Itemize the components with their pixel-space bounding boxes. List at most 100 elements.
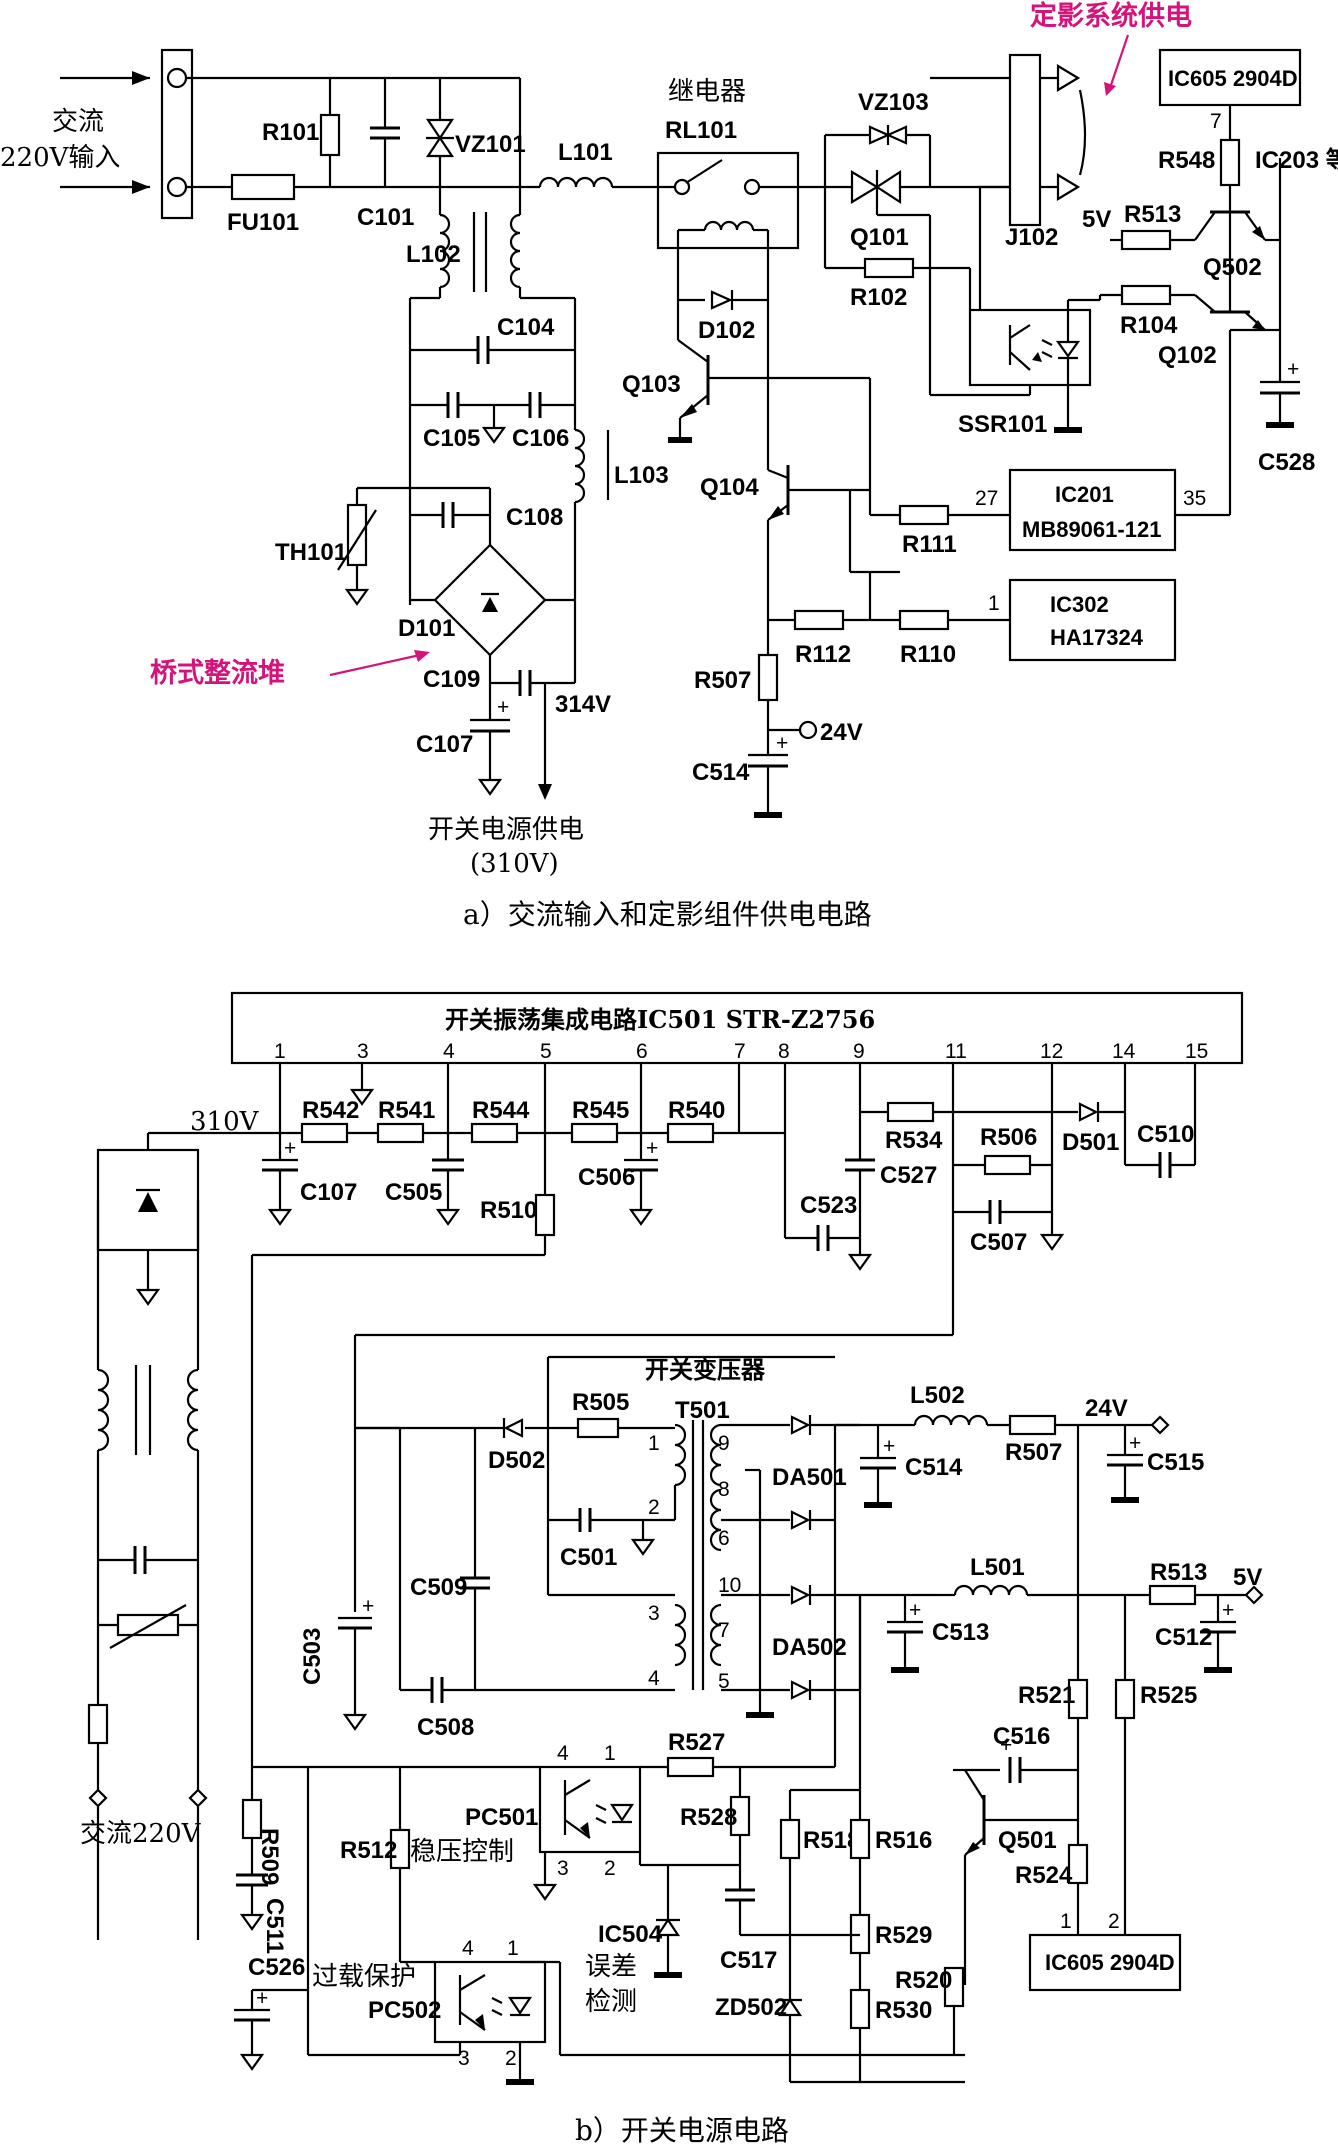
label-c514-b: C514	[905, 1454, 963, 1481]
label-r548: R548	[1158, 147, 1215, 174]
label-q104: Q104	[700, 474, 759, 501]
label-r509: R509	[256, 1828, 283, 1885]
resistor-r518	[779, 1818, 801, 1860]
ic605-bottom-box	[1028, 1933, 1182, 1992]
resistor-r548	[1219, 138, 1241, 187]
label-r101: R101	[262, 119, 319, 146]
part-b-smps-circuit: 开关振荡集成电路IC501 STR-Z2756 1 3 4 5 6 7 8 9 …	[80, 991, 1264, 2147]
caption-a: a）交流输入和定影组件供电电路	[463, 898, 872, 931]
label-c107-b: C107	[300, 1179, 357, 1206]
resistor-r516	[849, 1818, 871, 1860]
label-c109: C109	[423, 666, 480, 693]
pc502-pin-2: 2	[505, 2047, 517, 2070]
label-j102: J102	[1005, 224, 1058, 251]
resistor-r530	[849, 1988, 871, 2030]
label-da501: DA501	[772, 1464, 847, 1491]
svg-text:+: +	[497, 696, 509, 719]
relay-rl101	[656, 151, 800, 250]
transformer-label: 开关变压器	[645, 1355, 766, 1384]
ic504-function-1: 误差	[585, 1952, 637, 1982]
label-c512: C512	[1155, 1624, 1212, 1651]
t501-pin-2: 2	[648, 1496, 660, 1519]
label-c105: C105	[423, 425, 480, 452]
resistor-r513-b	[1148, 1584, 1197, 1606]
label-l103: L103	[614, 462, 669, 489]
ic501-pin-1: 1	[274, 1040, 286, 1063]
label-c501: C501	[560, 1544, 617, 1571]
label-r528: R528	[680, 1804, 737, 1831]
pc502-function-label: 过载保护	[312, 1962, 416, 1992]
label-r541: R541	[378, 1097, 435, 1124]
label-q101: Q101	[850, 224, 909, 251]
fuse-fu101	[230, 173, 296, 201]
t501-pin-9: 9	[718, 1432, 730, 1455]
ac-input-label-2: 220V输入	[0, 143, 120, 173]
pin-ic605-7: 7	[1210, 110, 1222, 133]
ic201-label: IC201	[1055, 482, 1114, 507]
label-c507: C507	[970, 1229, 1027, 1256]
ic302-box	[1008, 578, 1177, 662]
label-vz103: VZ103	[858, 89, 929, 116]
ic201-box	[1008, 468, 1177, 552]
label-l101: L101	[558, 139, 613, 166]
pc502-pin-3: 3	[458, 2047, 470, 2070]
label-r111: R111	[902, 531, 957, 558]
label-r544: R544	[472, 1097, 530, 1124]
label-24v-a: 24V	[820, 719, 863, 746]
svg-text:+: +	[362, 1595, 374, 1618]
label-l501: L501	[970, 1554, 1025, 1581]
t501-pin-6: 6	[718, 1527, 730, 1550]
ic501-pin-7: 7	[734, 1040, 746, 1063]
label-r520: R520	[895, 1967, 952, 1994]
resistor-r112	[793, 609, 845, 631]
resistor-r540	[666, 1122, 715, 1144]
label-r513-a: R513	[1124, 201, 1181, 228]
bridge-label: 桥式整流堆	[150, 658, 285, 689]
resistor-r507	[757, 653, 779, 702]
resistor-r101	[319, 113, 341, 157]
ic605-pin-1: 1	[1060, 1910, 1072, 1933]
label-c526: C526	[248, 1954, 305, 1981]
label-c513: C513	[932, 1619, 989, 1646]
pc501-pin-4: 4	[557, 1742, 569, 1765]
label-q501: Q501	[998, 1827, 1057, 1854]
t501-pin-10: 10	[718, 1574, 741, 1597]
label-r530: R530	[875, 1997, 932, 2024]
resistor-r104	[1120, 284, 1172, 306]
ic302-label: IC302	[1050, 592, 1109, 617]
label-c523: C523	[800, 1192, 857, 1219]
svg-text:+: +	[1222, 1599, 1234, 1622]
label-q502: Q502	[1203, 254, 1262, 281]
resistor-r111	[898, 504, 950, 526]
resistor-r527	[666, 1756, 715, 1778]
ic203-label: IC203 等	[1255, 146, 1338, 174]
resistor-r505	[576, 1417, 620, 1439]
ic501-pin-14: 14	[1112, 1040, 1136, 1063]
label-c511: C511	[261, 1898, 288, 1954]
caption-b: b）开关电源电路	[575, 2114, 789, 2147]
label-c101: C101	[357, 204, 414, 231]
svg-text:+: +	[1000, 1734, 1012, 1757]
label-r510: R510	[480, 1197, 537, 1224]
ac-220v-label: 交流220V	[80, 1819, 202, 1849]
part-a-input-fuser-circuit: 交流 220V输入 FU101 R101 C101 VZ101 L101 L10…	[0, 0, 1338, 931]
pc501-pin-3: 3	[557, 1857, 569, 1880]
t501-pin-8: 8	[718, 1478, 730, 1501]
ic501-pin-11: 11	[945, 1040, 967, 1063]
label-r521: R521	[1018, 1682, 1075, 1709]
label-c505: C505	[385, 1179, 442, 1206]
label-r525: R525	[1140, 1682, 1197, 1709]
resistor-r110	[898, 609, 950, 631]
relay-title: 继电器	[668, 77, 746, 107]
label-c509: C509	[410, 1574, 467, 1601]
svg-text:+: +	[776, 732, 788, 755]
label-r542: R542	[302, 1097, 359, 1124]
connector-j102	[1008, 53, 1042, 227]
label-r527: R527	[668, 1729, 725, 1756]
label-r524: R524	[1015, 1862, 1073, 1889]
label-q103: Q103	[622, 371, 681, 398]
label-c503: C503	[299, 1628, 326, 1685]
label-l102: L102	[406, 241, 461, 268]
ic501-pin-5: 5	[540, 1040, 552, 1063]
